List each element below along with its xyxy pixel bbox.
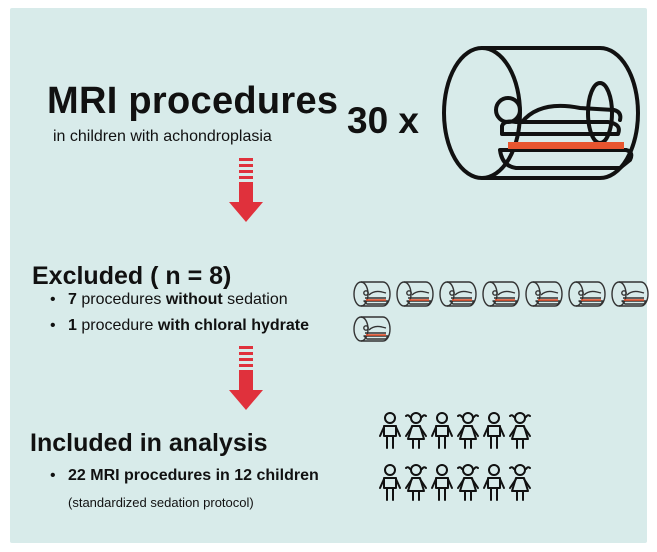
- child-icon: [405, 412, 427, 449]
- mri-scanner-small-icon: [396, 281, 434, 307]
- child-icon: [431, 412, 453, 449]
- mri-scanner-small-icon: [353, 281, 391, 307]
- mri-scanner-large-icon: [442, 46, 640, 180]
- excluded-heading: Excluded ( n = 8): [32, 262, 232, 290]
- mri-scanner-small-icon: [525, 281, 563, 307]
- included-note: (standardized sedation protocol): [68, 495, 254, 510]
- child-icon: [509, 412, 531, 449]
- mri-scanner-small-icon: [568, 281, 606, 307]
- included-heading: Included in analysis: [30, 429, 268, 457]
- mri-scanner-small-icon: [353, 316, 391, 342]
- included-item: 22 MRI procedures in 12 children: [50, 467, 319, 485]
- child-icon: [483, 412, 505, 449]
- child-icon: [431, 464, 453, 501]
- mri-scanner-small-icon: [611, 281, 649, 307]
- excluded-item-2: 1 procedure with chloral hydrate: [50, 317, 309, 335]
- title: MRI procedures: [47, 80, 339, 122]
- excluded-item-1: 7 procedures without sedation: [50, 291, 288, 309]
- infographic-panel: MRI procedures in children with achondro…: [10, 8, 649, 543]
- subtitle: in children with achondroplasia: [53, 128, 272, 145]
- child-icon: [483, 464, 505, 501]
- mri-scanner-small-icon: [482, 281, 520, 307]
- child-icon: [379, 464, 401, 501]
- child-icon: [509, 464, 531, 501]
- child-icon: [405, 464, 427, 501]
- child-icon: [379, 412, 401, 449]
- mri-scanner-small-icon: [439, 281, 477, 307]
- procedure-count: 30 x: [347, 100, 420, 141]
- down-arrow-icon: [229, 346, 263, 410]
- child-icon: [457, 412, 479, 449]
- child-icon: [457, 464, 479, 501]
- down-arrow-icon: [229, 158, 263, 222]
